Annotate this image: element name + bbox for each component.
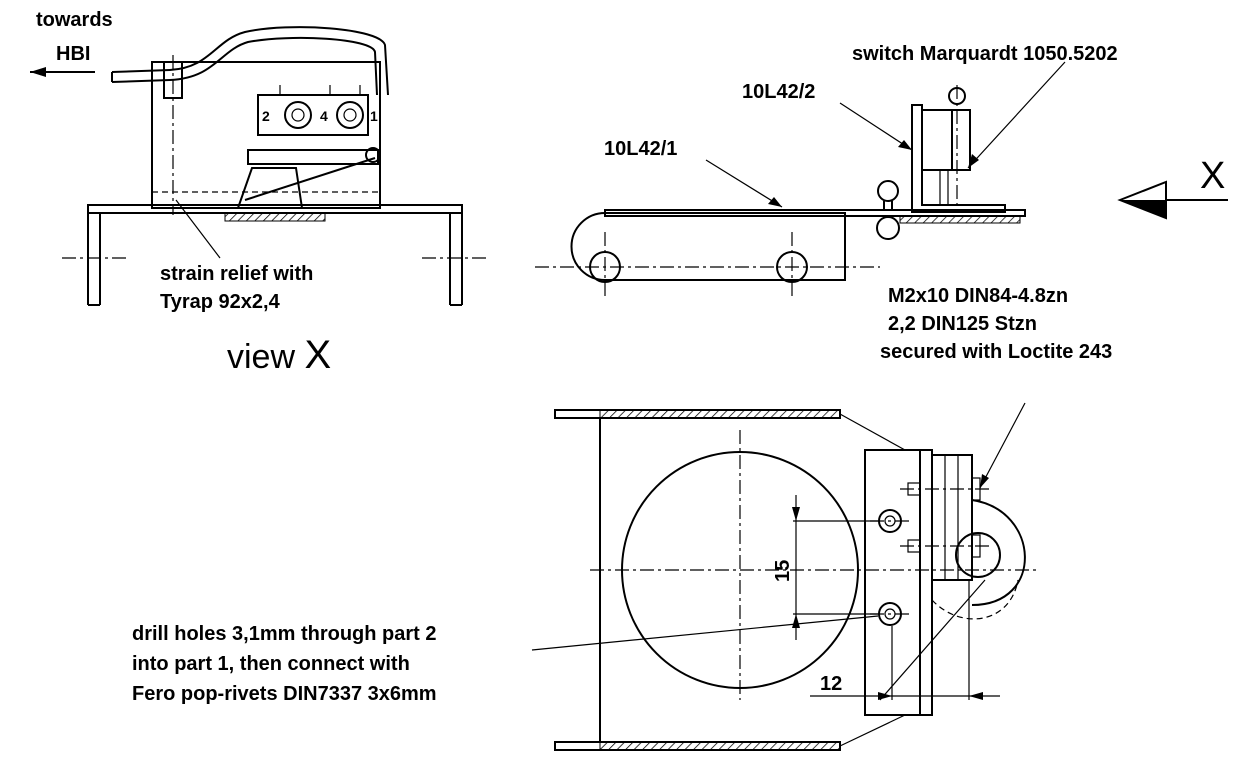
drill-note-line3: Fero pop-rivets DIN7337 3x6mm xyxy=(132,683,437,705)
view-arrow-label: X xyxy=(1200,155,1225,197)
terminal-2-label: 2 xyxy=(262,108,270,124)
terminal-1-label: 1 xyxy=(370,108,378,124)
side-view-drawing xyxy=(535,61,1228,300)
part1-label: 10L42/1 xyxy=(604,138,677,160)
drill-note-line2: into part 1, then connect with xyxy=(132,653,410,675)
screw-spec-line2: 2,2 DIN125 Stzn xyxy=(888,313,1037,335)
view-x-letter: X xyxy=(304,333,331,377)
switch-label: switch Marquardt 1050.5202 xyxy=(852,43,1118,65)
dimension-15-label: 15 xyxy=(772,560,794,582)
towards-label: towards xyxy=(36,9,113,31)
bottom-view-drawing xyxy=(531,402,1040,751)
screw-spec-line3: secured with Loctite 243 xyxy=(880,341,1112,363)
strain-relief-label-line1: strain relief with xyxy=(160,263,313,285)
terminal-4-label: 4 xyxy=(320,108,328,124)
hbi-label: HBI xyxy=(56,43,90,65)
dimension-12-label: 12 xyxy=(820,673,842,695)
screw-spec-line1: M2x10 DIN84-4.8zn xyxy=(888,285,1068,307)
drill-note-line1: drill holes 3,1mm through part 2 xyxy=(132,623,437,645)
view-x-word: view xyxy=(227,338,295,376)
part2-label: 10L42/2 xyxy=(742,81,815,103)
view-x-title: view X xyxy=(227,333,331,377)
view-x-drawing xyxy=(30,26,490,306)
strain-relief-label-line2: Tyrap 92x2,4 xyxy=(160,291,281,313)
